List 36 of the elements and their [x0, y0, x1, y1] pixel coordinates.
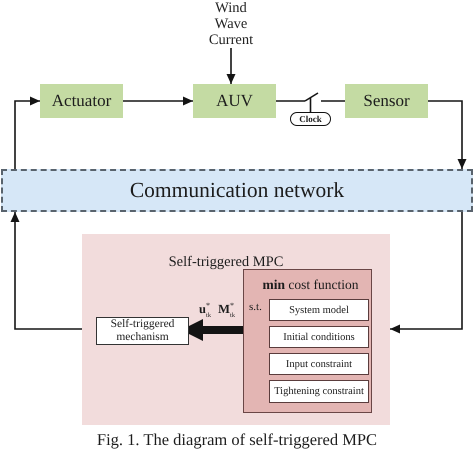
side-note: s.t. — [249, 301, 262, 313]
block-label: Self-triggered mechanism — [110, 318, 176, 344]
panel-title: Self-triggered MPC — [168, 254, 284, 271]
process-block — [40, 84, 123, 118]
process-block — [345, 84, 428, 118]
condition-block — [269, 380, 369, 403]
condition-block — [269, 326, 369, 348]
arrow — [10, 212, 82, 330]
condition-block — [269, 299, 369, 321]
block-label: Sensor — [363, 91, 410, 111]
dashed-band — [1, 169, 473, 212]
process-block — [193, 84, 276, 118]
output-block — [96, 317, 189, 345]
block-heading: min cost function — [261, 277, 360, 293]
figure-caption: Fig. 1. The diagram of self-triggered MPC — [96, 430, 378, 449]
connector-line — [321, 100, 345, 102]
block-label: Initial conditions — [283, 332, 355, 342]
condition-block — [269, 353, 369, 375]
band-label: Communication network — [130, 178, 344, 203]
tag-label: Clock — [299, 114, 322, 124]
leader-line — [310, 102, 312, 112]
block-label: System model — [289, 304, 349, 316]
block-label: AUV — [216, 91, 253, 111]
disturbance-label: Wind Wave Current — [203, 0, 259, 48]
oval-tag — [290, 112, 331, 126]
connector-line — [276, 100, 305, 102]
block-label: Actuator — [52, 91, 112, 111]
block-label: Input constraint — [286, 358, 352, 370]
block-label: Tightening constraint — [274, 386, 364, 397]
arrow — [428, 100, 466, 169]
optimizer-block — [243, 269, 372, 413]
arrow — [390, 212, 463, 334]
arrow — [226, 48, 236, 84]
controller-panel — [82, 234, 390, 425]
arrow — [123, 96, 193, 106]
arrow — [14, 96, 40, 169]
